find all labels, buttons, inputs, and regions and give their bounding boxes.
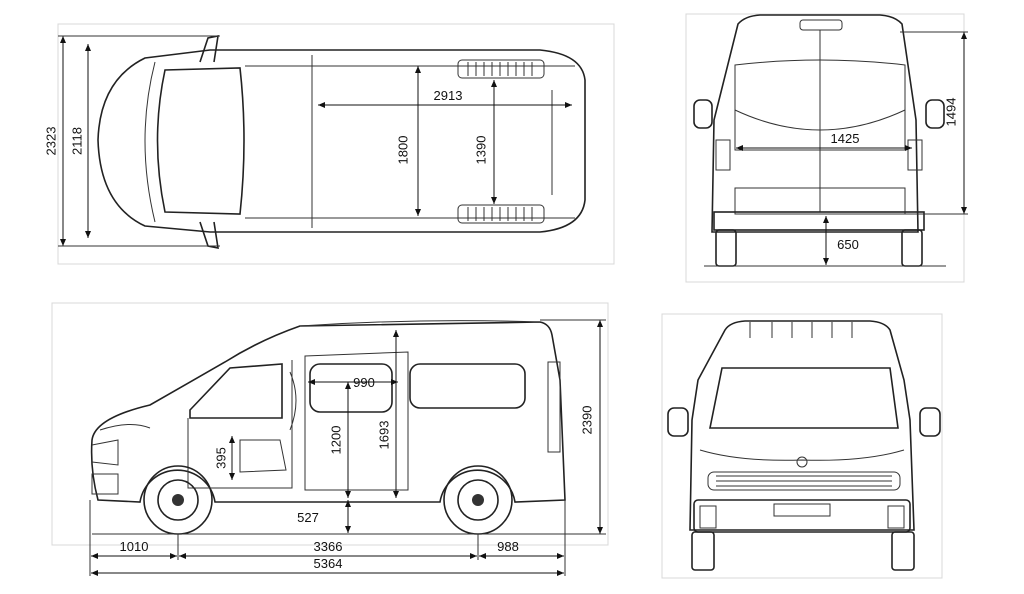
front-mirror-right: [919, 407, 941, 437]
front-grille: [707, 471, 901, 491]
side-front-rim: [157, 479, 199, 521]
front-plate: [773, 503, 831, 517]
top-hood-line: [144, 61, 156, 223]
rear-opening: [734, 59, 906, 151]
top-mirror-lower: [199, 221, 219, 250]
side-step-height-label: 395: [213, 447, 228, 469]
side-front-vent: [91, 473, 119, 495]
front-fog-left: [699, 505, 717, 529]
side-roof-line: [299, 320, 541, 327]
side-front-window: [189, 363, 283, 419]
rear-lamp-right: [907, 139, 923, 171]
side-overall-height-label: 2390: [579, 406, 594, 435]
top-vent-slats-upper: [467, 62, 533, 76]
rear-brake-light: [799, 19, 843, 31]
top-view-frame: [57, 23, 615, 265]
front-mirror-left: [667, 407, 689, 437]
front-roof-rack: [749, 322, 853, 338]
top-overall-width-label: 2323: [43, 127, 58, 156]
rear-bumper: [713, 211, 925, 231]
side-rear-overhang-label: 988: [497, 539, 519, 554]
side-view-frame: [51, 302, 609, 546]
side-door-height-label: 1200: [328, 426, 343, 455]
front-grille-mesh: [716, 475, 892, 487]
rear-door-width-label: 1425: [831, 131, 860, 146]
front-logo: [796, 456, 808, 468]
side-front-overhang-label: 1010: [120, 539, 149, 554]
front-view-frame: [661, 313, 943, 579]
rear-door-height-label: 1494: [943, 98, 958, 127]
top-vent-upper: [457, 59, 545, 79]
side-ground-clearance-label: 527: [297, 510, 319, 525]
side-front-hub: [172, 494, 184, 506]
side-rear-lamp: [547, 361, 561, 453]
top-cargo-length-label: 2913: [434, 88, 463, 103]
side-grille: [91, 439, 119, 466]
rear-lamp-left: [715, 139, 731, 171]
side-headlight: [99, 424, 151, 431]
side-overall-length-label: 5364: [314, 556, 343, 571]
side-rear-hub: [472, 494, 484, 506]
top-vent-slats-lower: [467, 207, 533, 221]
side-wheelbase-label: 3366: [314, 539, 343, 554]
side-sliding-door: [304, 351, 409, 491]
side-seat: [239, 439, 287, 473]
side-rear-window: [409, 363, 526, 409]
side-sliding-window: [309, 363, 393, 413]
side-view: 990 395 1200 1693 2390 527 1010 3366 988…: [51, 302, 609, 576]
top-mirror-upper: [199, 34, 219, 63]
side-interior-height-label: 1693: [376, 421, 391, 450]
front-windshield: [709, 367, 899, 429]
top-body-width-label: 2118: [69, 127, 84, 155]
rear-body-outline: [711, 14, 919, 233]
front-fog-right: [887, 505, 905, 529]
front-body-outline: [689, 320, 915, 531]
top-arches-label: 1390: [473, 136, 488, 165]
rear-view: 1494 1425 650: [685, 13, 968, 283]
top-view: 2323 2118 2913 1800 1390: [43, 23, 615, 265]
rear-mirror-left: [693, 99, 713, 129]
front-headlight-bar: [699, 449, 905, 461]
front-wheel-right: [891, 531, 915, 571]
top-windshield: [156, 67, 245, 215]
side-seat-back: [289, 371, 297, 431]
rear-wheel-right: [901, 229, 923, 267]
rear-load-height-label: 650: [837, 237, 859, 252]
top-body-outline: [97, 49, 586, 233]
rear-mirror-right: [925, 99, 945, 129]
rear-bumper-plate: [734, 187, 906, 215]
top-cargo-width-label: 1800: [395, 136, 410, 165]
top-vent-lower: [457, 204, 545, 224]
rear-wheel-left: [715, 229, 737, 267]
front-bumper: [693, 499, 911, 533]
side-door-width-label: 990: [353, 375, 375, 390]
front-view: [661, 313, 943, 579]
side-rear-rim: [457, 479, 499, 521]
front-wheel-left: [691, 531, 715, 571]
